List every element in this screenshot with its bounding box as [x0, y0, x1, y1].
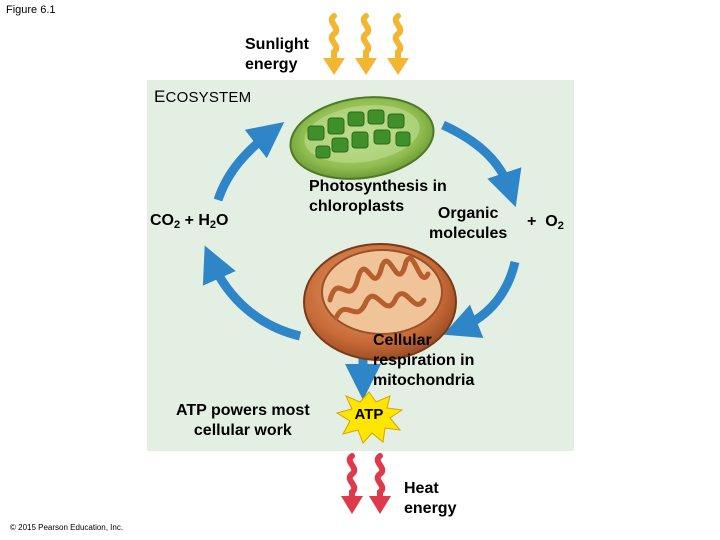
sunlight-arrow [392, 13, 404, 63]
cycle-arrows [202, 120, 522, 400]
heat-arrow [346, 453, 358, 501]
atp-burst [335, 391, 404, 444]
mitochondrion-illustration [303, 243, 457, 361]
sunlight-arrows [328, 13, 404, 63]
sunlight-arrow [360, 13, 372, 63]
cycle-arrow-top-left [213, 121, 285, 202]
chloroplast-illustration [289, 96, 435, 180]
sunlight-arrow [328, 13, 340, 63]
heat-arrow [374, 453, 386, 501]
figure-label: Figure 6.1 [6, 4, 56, 16]
atp-label: ATP [354, 406, 384, 423]
sunlight-arrowhead [355, 58, 377, 75]
sunlight-arrowhead [323, 58, 345, 75]
cycle-arrow-bottom-left [202, 245, 302, 341]
copyright-notice: © 2015 Pearson Education, Inc. [10, 523, 124, 532]
heat-arrowhead [369, 496, 391, 514]
cycle-arrow-bottom-right [443, 260, 520, 339]
heat-arrowhead [341, 496, 363, 514]
heat-arrows [346, 453, 386, 501]
cycle-arrow-top-right [441, 120, 522, 208]
oxygen-label: + O2 [527, 213, 564, 232]
sunlight-arrowhead [387, 58, 409, 75]
ecosystem-title: ECOSYSTEM [154, 87, 252, 106]
reactants-label: CO2 + H2O [150, 212, 229, 231]
